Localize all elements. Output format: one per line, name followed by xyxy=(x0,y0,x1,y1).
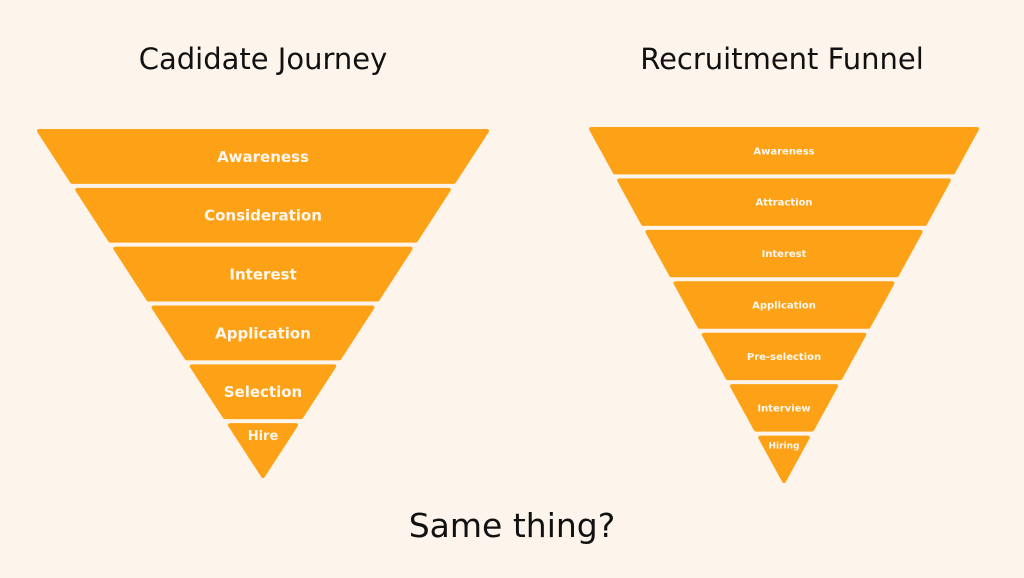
recruitment-funnel-stage-label: Hiring xyxy=(769,442,800,452)
recruitment-funnel-stage-shape xyxy=(701,332,867,381)
recruitment-funnel-stage-shape xyxy=(589,127,979,175)
candidate-journey-stage-shape xyxy=(189,364,337,420)
recruitment-funnel: AwarenessAttractionInterestApplicationPr… xyxy=(589,127,979,483)
candidate-journey-funnel: AwarenessConsiderationInterestApplicatio… xyxy=(37,129,489,478)
recruitment-funnel-stage-shape xyxy=(758,435,810,483)
candidate-journey-stage-label: Awareness xyxy=(217,148,309,166)
candidate-journey-stage-shape xyxy=(151,305,375,361)
recruitment-funnel-stage-shape xyxy=(617,178,951,226)
recruitment-funnel-stage-shape xyxy=(645,229,923,278)
candidate-journey-stage-shape xyxy=(75,187,451,243)
candidate-journey-stage-label: Interest xyxy=(229,265,296,283)
recruitment-funnel-stage-shape xyxy=(673,281,895,329)
candidate-journey-stage-label: Application xyxy=(215,324,311,342)
recruitment-funnel-title: Recruitment Funnel xyxy=(640,42,924,76)
candidate-journey-stage-label: Consideration xyxy=(204,207,322,225)
recruitment-funnel-stage-label: Pre-selection xyxy=(747,352,821,363)
candidate-journey-stage-label: Hire xyxy=(248,429,279,444)
candidate-journey-title: Cadidate Journey xyxy=(138,42,388,76)
footer-question: Same thing? xyxy=(408,506,616,545)
recruitment-funnel-stage-shape xyxy=(729,384,839,432)
recruitment-funnel-stage-label: Interest xyxy=(762,249,807,260)
recruitment-funnel-stage-label: Application xyxy=(752,301,816,312)
recruitment-funnel-stage-label: Attraction xyxy=(755,198,812,209)
recruitment-funnel-stage-label: Interview xyxy=(757,403,810,414)
candidate-journey-stage-shape xyxy=(227,423,299,478)
candidate-journey-stage-label: Selection xyxy=(224,383,302,401)
candidate-journey-stage-shape xyxy=(113,246,413,302)
recruitment-funnel-stage-label: Awareness xyxy=(753,146,814,157)
candidate-journey-stage-shape xyxy=(37,129,489,184)
